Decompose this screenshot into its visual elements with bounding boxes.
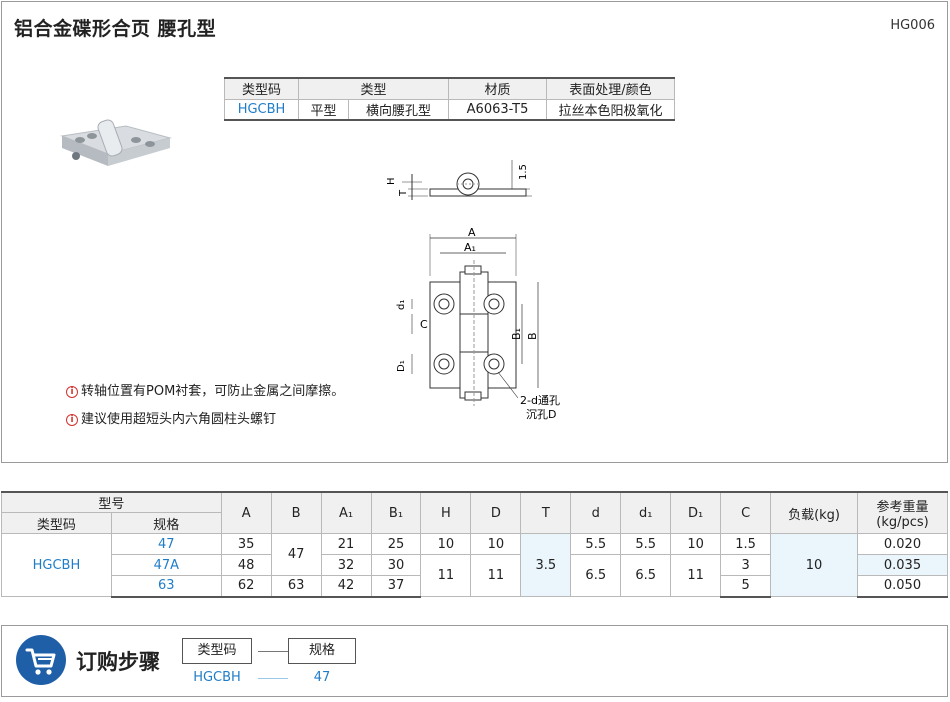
dim-d1-upper-label: D₁ xyxy=(396,360,407,372)
col-header: d xyxy=(570,491,622,534)
spec-header: 材质 xyxy=(448,77,547,100)
cell-h: 11 xyxy=(420,554,472,597)
cell-a: 62 xyxy=(220,575,272,598)
order-step-spec: 规格 xyxy=(288,638,356,664)
table-row: 63 62 63 42 37 5 0.050 xyxy=(2,575,949,598)
cell-weight: 0.050 xyxy=(856,575,949,598)
callout-counterbore: 沉孔D xyxy=(526,408,556,421)
cell-type-code: HGCBH xyxy=(1,533,112,597)
cell-dd1: 11 xyxy=(670,554,722,597)
note-item: i 转轴位置有POM衬套，可防止金属之间摩擦。 xyxy=(66,378,344,406)
cell-load: 10 xyxy=(770,533,858,597)
col-header: 负载(kg) xyxy=(770,491,858,534)
col-header: B xyxy=(270,491,322,534)
col-header: H xyxy=(420,491,472,534)
cart-icon xyxy=(16,635,66,685)
dim-b-label: B xyxy=(526,332,539,340)
step-connector xyxy=(258,651,288,652)
dim-b1-label: B₁ xyxy=(510,328,523,340)
cell-d-big: 11 xyxy=(470,554,522,597)
spec-type-b: 横向腰孔型 xyxy=(348,98,449,121)
cell-a1: 32 xyxy=(320,554,372,576)
cell-b1: 37 xyxy=(370,575,422,598)
dimensions-table: 型号 A B A₁ B₁ H D T d d₁ D₁ C 负载(kg) 参考重量… xyxy=(1,491,949,598)
product-code: HG006 xyxy=(890,18,935,33)
col-header: T xyxy=(520,491,572,534)
side-h-label: H xyxy=(386,177,397,185)
side-thickness-label: 1.5 xyxy=(518,164,529,180)
cell-h: 10 xyxy=(420,533,472,555)
cell-c: 1.5 xyxy=(720,533,772,555)
col-header: A₁ xyxy=(320,491,372,534)
notes: i 转轴位置有POM衬套，可防止金属之间摩擦。 i 建议使用超短头内六角圆柱头螺… xyxy=(66,378,344,434)
side-view-drawing: H T 1.5 xyxy=(386,160,532,200)
order-title: 订购步骤 xyxy=(76,650,160,674)
cell-weight: 0.035 xyxy=(856,554,949,576)
spec-header: 类型码 xyxy=(224,77,299,100)
cell-spec: 63 xyxy=(110,575,222,598)
cell-b: 63 xyxy=(270,575,322,598)
hinge-photo xyxy=(60,119,172,166)
callout-through-hole: 2-d通孔 xyxy=(520,394,560,407)
cell-d: 6.5 xyxy=(570,554,622,597)
spec-material: A6063-T5 xyxy=(448,98,547,121)
front-view-drawing: A A₁ d₁ C D₁ B₁ B 2-d通孔 xyxy=(396,226,560,421)
cell-d-big: 10 xyxy=(470,533,522,555)
cell-d: 5.5 xyxy=(570,533,622,555)
note-item: i 建议使用超短头内六角圆柱头螺钉 xyxy=(66,406,344,434)
cell-d1: 6.5 xyxy=(620,554,672,597)
cell-dd1: 10 xyxy=(670,533,722,555)
cell-spec: 47 xyxy=(110,533,222,555)
dim-d1-label: d₁ xyxy=(396,300,407,310)
col-header: d₁ xyxy=(620,491,672,534)
spec-type-a: 平型 xyxy=(298,98,349,121)
cell-b: 47 xyxy=(270,533,322,576)
col-header: C xyxy=(720,491,772,534)
col-header: A xyxy=(220,491,272,534)
cell-c: 5 xyxy=(720,575,772,598)
order-steps-panel: 订购步骤 类型码 规格 HGCBH 47 xyxy=(1,625,948,697)
table-row: HGCBH 47 35 47 21 25 10 10 3.5 5.5 5.5 1… xyxy=(1,533,949,597)
spec-header: 类型 xyxy=(298,77,449,100)
dim-a1-label: A₁ xyxy=(464,241,476,254)
cell-weight: 0.020 xyxy=(856,533,949,555)
info-icon: i xyxy=(66,414,78,426)
spec-type-code: HGCBH xyxy=(224,98,299,121)
note-text: 转轴位置有POM衬套，可防止金属之间摩擦。 xyxy=(81,384,345,399)
cell-spec: 47A xyxy=(110,554,222,576)
cell-a1: 21 xyxy=(320,533,372,555)
cell-t: 3.5 xyxy=(520,533,572,597)
cell-b1: 25 xyxy=(370,533,422,555)
info-icon: i xyxy=(66,386,78,398)
note-text: 建议使用超短头内六角圆柱头螺钉 xyxy=(81,412,277,427)
col-header: D₁ xyxy=(670,491,722,534)
col-header: B₁ xyxy=(370,491,422,534)
spec-table: 类型码 类型 材质 表面处理/颜色 HGCBH 平型 横向腰孔型 A6063-T… xyxy=(224,77,675,121)
spec-header: 表面处理/颜色 xyxy=(546,77,675,100)
cell-a: 35 xyxy=(220,533,272,555)
order-step-type-code: 类型码 xyxy=(182,638,252,664)
value-connector xyxy=(258,678,288,679)
cell-a1: 42 xyxy=(320,575,372,598)
dim-c-label: C xyxy=(420,318,428,331)
cell-c: 3 xyxy=(720,554,772,576)
sub-header: 规格 xyxy=(110,512,222,534)
cell-a: 48 xyxy=(220,554,272,576)
sub-header: 类型码 xyxy=(1,512,112,534)
cell-b1: 30 xyxy=(370,554,422,576)
product-panel: 铝合金碟形合页 腰孔型 HG006 类型码 类型 材质 表面处理/颜色 HGCB… xyxy=(1,1,948,463)
dim-a-label: A xyxy=(468,226,476,239)
cell-d1: 5.5 xyxy=(620,533,672,555)
page-title: 铝合金碟形合页 腰孔型 xyxy=(14,18,217,40)
order-value-type-code: HGCBH xyxy=(193,670,241,685)
side-t-label: T xyxy=(398,189,409,197)
weight-header: 参考重量 (kg/pcs) xyxy=(856,491,949,534)
weight-header-line2: (kg/pcs) xyxy=(876,515,929,530)
weight-header-line1: 参考重量 xyxy=(876,500,929,515)
model-group-header: 型号 xyxy=(1,491,222,513)
spec-finish: 拉丝本色阳极氧化 xyxy=(546,98,675,121)
order-value-spec: 47 xyxy=(313,670,331,685)
col-header: D xyxy=(470,491,522,534)
